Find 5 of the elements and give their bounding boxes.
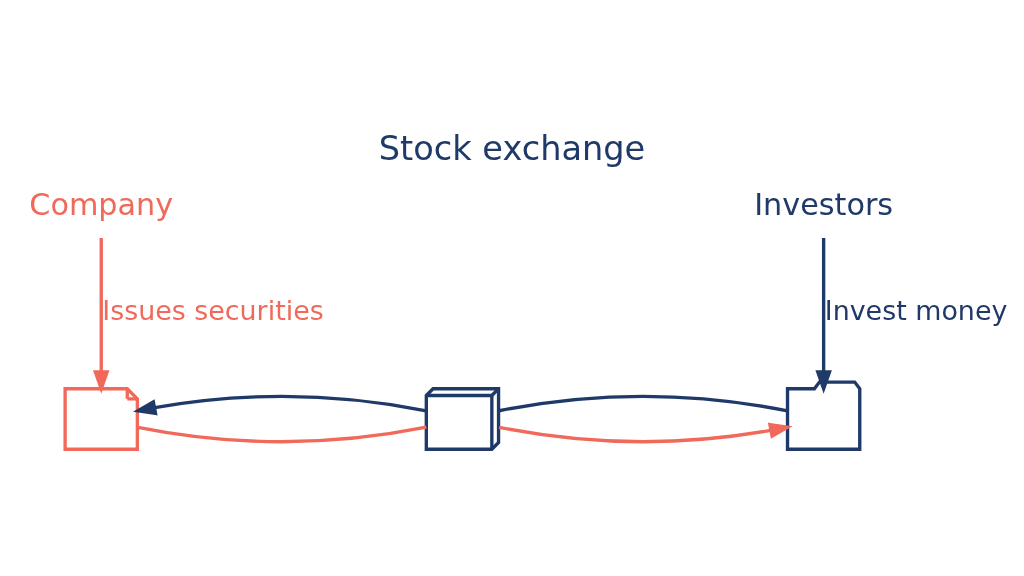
node-text: Company	[29, 186, 174, 222]
node-text: Investors	[754, 186, 894, 222]
diagram-title: Stock exchange	[378, 129, 646, 169]
edge-label: Issues securities	[102, 294, 324, 326]
edge-label: Invest money	[824, 294, 1008, 326]
